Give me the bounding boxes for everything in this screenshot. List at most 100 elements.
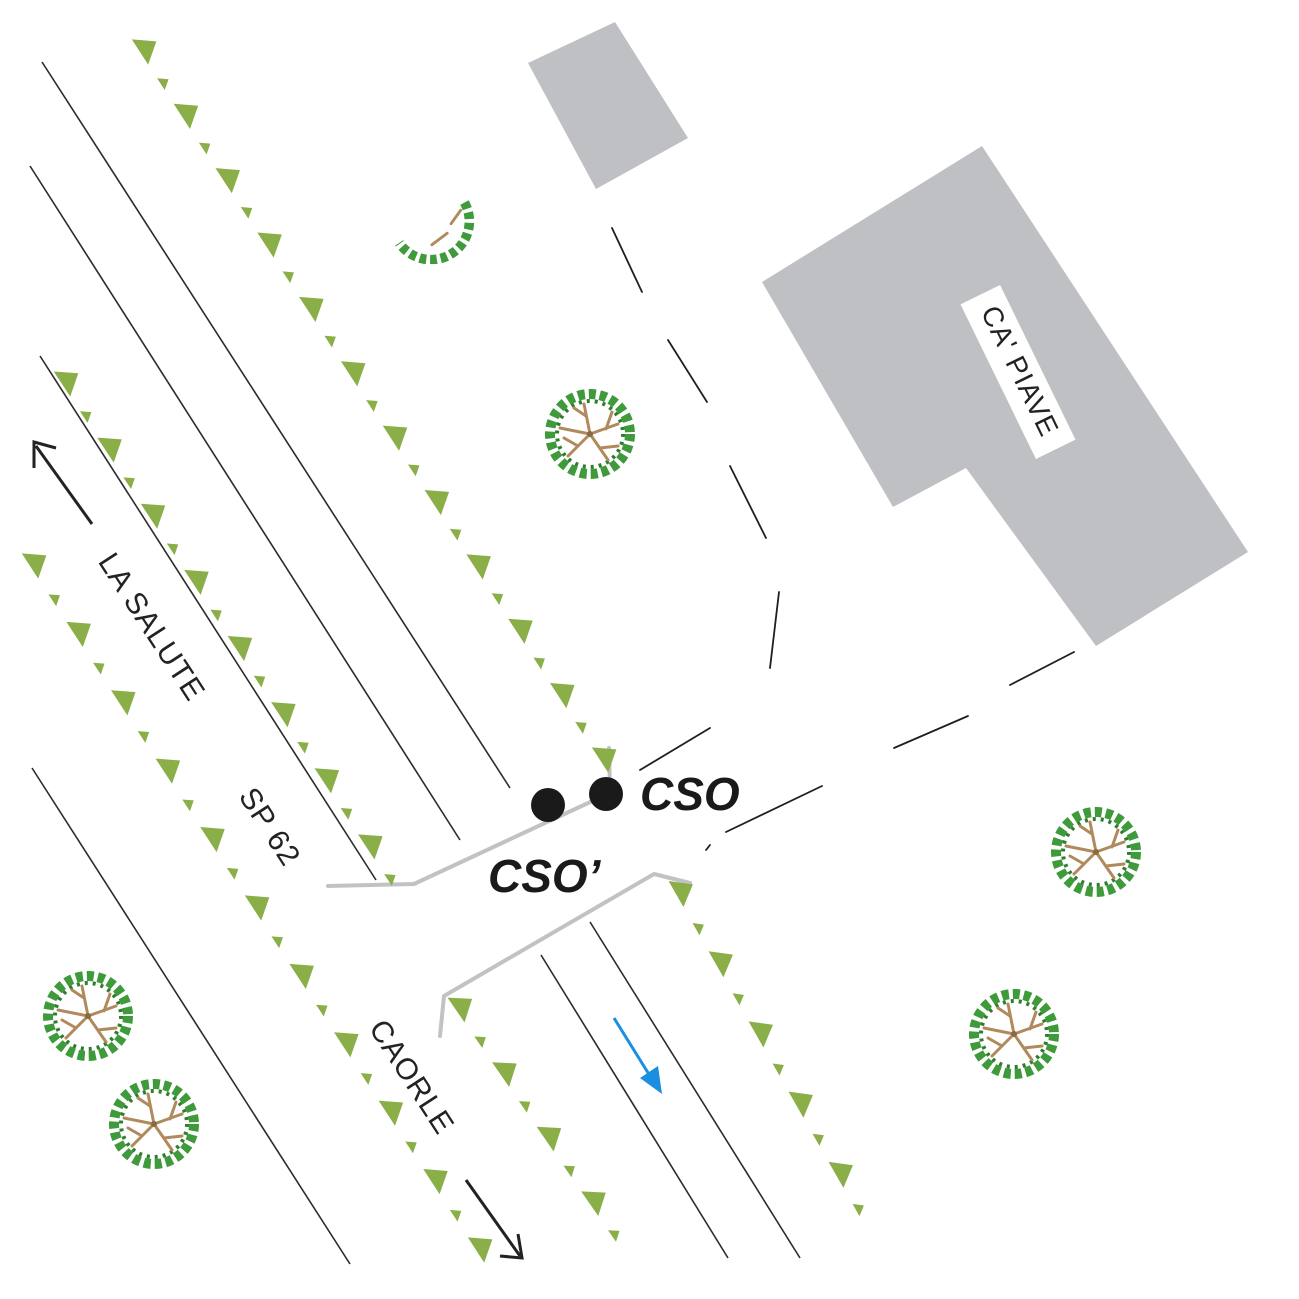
hedge-triangle-icon [198,142,211,155]
hedge-triangle-icon [93,662,105,675]
hedge-triangle-icon [467,1237,493,1263]
hedge-triangle-icon [788,1091,813,1118]
hedge-triangle-icon [408,464,420,477]
sampling-point-cso-prime [531,788,565,822]
hedge-triangle-icon [131,39,157,65]
small-building [528,22,688,189]
hedge-triangle-icon [244,895,270,921]
road-label-caorle: CAORLE [362,1014,460,1140]
sampling-point-cso [589,777,623,811]
tree-icon [114,1084,194,1164]
building-label-box [960,285,1076,459]
tree-icon [550,394,630,474]
hedge-triangle-icon [366,400,378,412]
hedge-triangle-icon [182,799,194,812]
hedge-triangle-icon [812,1133,824,1146]
hedge-triangle-icon [97,437,122,463]
water-flow-arrow-icon [612,1017,652,1077]
hedge-triangle-icon [424,489,450,516]
hedge-triangle-icon [563,1165,575,1178]
hedge-triangle-icon [378,1100,404,1126]
hedge-triangle-icon [447,997,473,1023]
hedge-triangle-icon [173,103,199,129]
hedge-triangle-icon [184,569,209,595]
direction-arrow-north [32,440,94,525]
hedge-triangle-icon [166,543,179,556]
flow-arrow [612,1017,662,1094]
hedge-triangle-icon [140,503,166,529]
hedge-triangle-icon [282,271,294,284]
building-ca-piave [762,146,1248,646]
hedge-triangle-icon [550,683,575,709]
road-label-sp62: SP 62 [232,782,307,872]
hedge-triangle-icon [271,702,296,728]
hedge-triangle-icon [271,936,283,949]
hedge-triangle-icon [48,594,60,607]
hedge-triangle-icon [123,477,135,490]
hedge-triangle-icon [137,731,150,743]
hedge-triangle-icon [226,867,239,880]
hedge-triangle-icon [215,168,240,194]
hedge-triangle-icon [240,207,253,219]
hedge-triangle-icon [316,1004,328,1017]
hedge-triangle-icon [340,808,353,820]
hedge-triangle-icon [79,411,92,423]
hedge-triangle-icon [200,827,225,853]
hedge-triangle-icon [210,609,222,622]
hedge-triangle-icon [581,1191,606,1217]
hedge-triangle-icon [423,1169,448,1195]
hedge-triangle-icon [608,1230,620,1242]
tree-icon [399,203,469,260]
hedge-triangle-icon [340,361,366,387]
hedge-rows [21,39,864,1263]
hedge-triangle-icon [748,1021,773,1048]
property-boundary [611,227,1075,851]
hedge-triangle-icon [828,1161,853,1188]
hedge-triangle-icon [382,425,408,451]
hedge-triangle-icon [384,874,396,886]
sampling-points: CSO CSO’ [488,768,740,902]
hedge-triangle-icon [155,758,181,784]
hedge-triangle-icon [157,78,169,91]
hedge-triangle-icon [708,951,733,978]
hedge-triangle-icon [299,296,324,323]
hedge-triangle-icon [257,232,282,258]
hedge-triangle-icon [668,880,693,908]
tree-icon [1056,812,1136,892]
buildings: CA' PIAVE [528,22,1248,646]
hedge-triangle-icon [111,690,136,716]
road-lines [29,61,801,1265]
hedge-triangle-icon [334,1032,359,1058]
hedge-triangle-icon [518,1101,531,1113]
hedge-triangle-icon [591,747,617,773]
direction-arrow-south [464,1179,524,1260]
hedge-triangle-icon [21,553,47,579]
hedge-triangle-icon [772,1063,784,1076]
hedge-triangle-icon [360,1073,373,1085]
label-cso: CSO [640,768,740,820]
hedge-triangle-icon [575,721,587,734]
hedge-triangle-icon [405,1141,417,1154]
tree-icon [48,976,128,1056]
road-labels: LA SALUTE SP 62 CAORLE [91,547,460,1140]
arrow-down-right-icon [464,1179,522,1257]
hedge-triangle-icon [536,1126,562,1152]
hedge-triangle-icon [324,335,336,348]
hedge-triangle-icon [533,657,545,670]
hedge-triangle-icon [253,675,266,688]
hedge-triangle-icon [297,741,309,754]
hedge-triangle-icon [227,635,253,662]
hedge-triangle-icon [508,618,533,644]
hedge-triangle-icon [53,371,79,397]
hedge-triangle-icon [692,923,704,936]
hedge-triangle-icon [449,1209,462,1222]
hedge-triangle-icon [358,834,383,860]
hedge-triangle-icon [66,621,91,647]
hedge-triangle-icon [492,1062,517,1087]
hedge-triangle-icon [289,963,314,989]
label-cso-prime: CSO’ [488,850,602,902]
hedge-triangle-icon [314,768,340,794]
hedge-triangle-icon [732,993,744,1006]
